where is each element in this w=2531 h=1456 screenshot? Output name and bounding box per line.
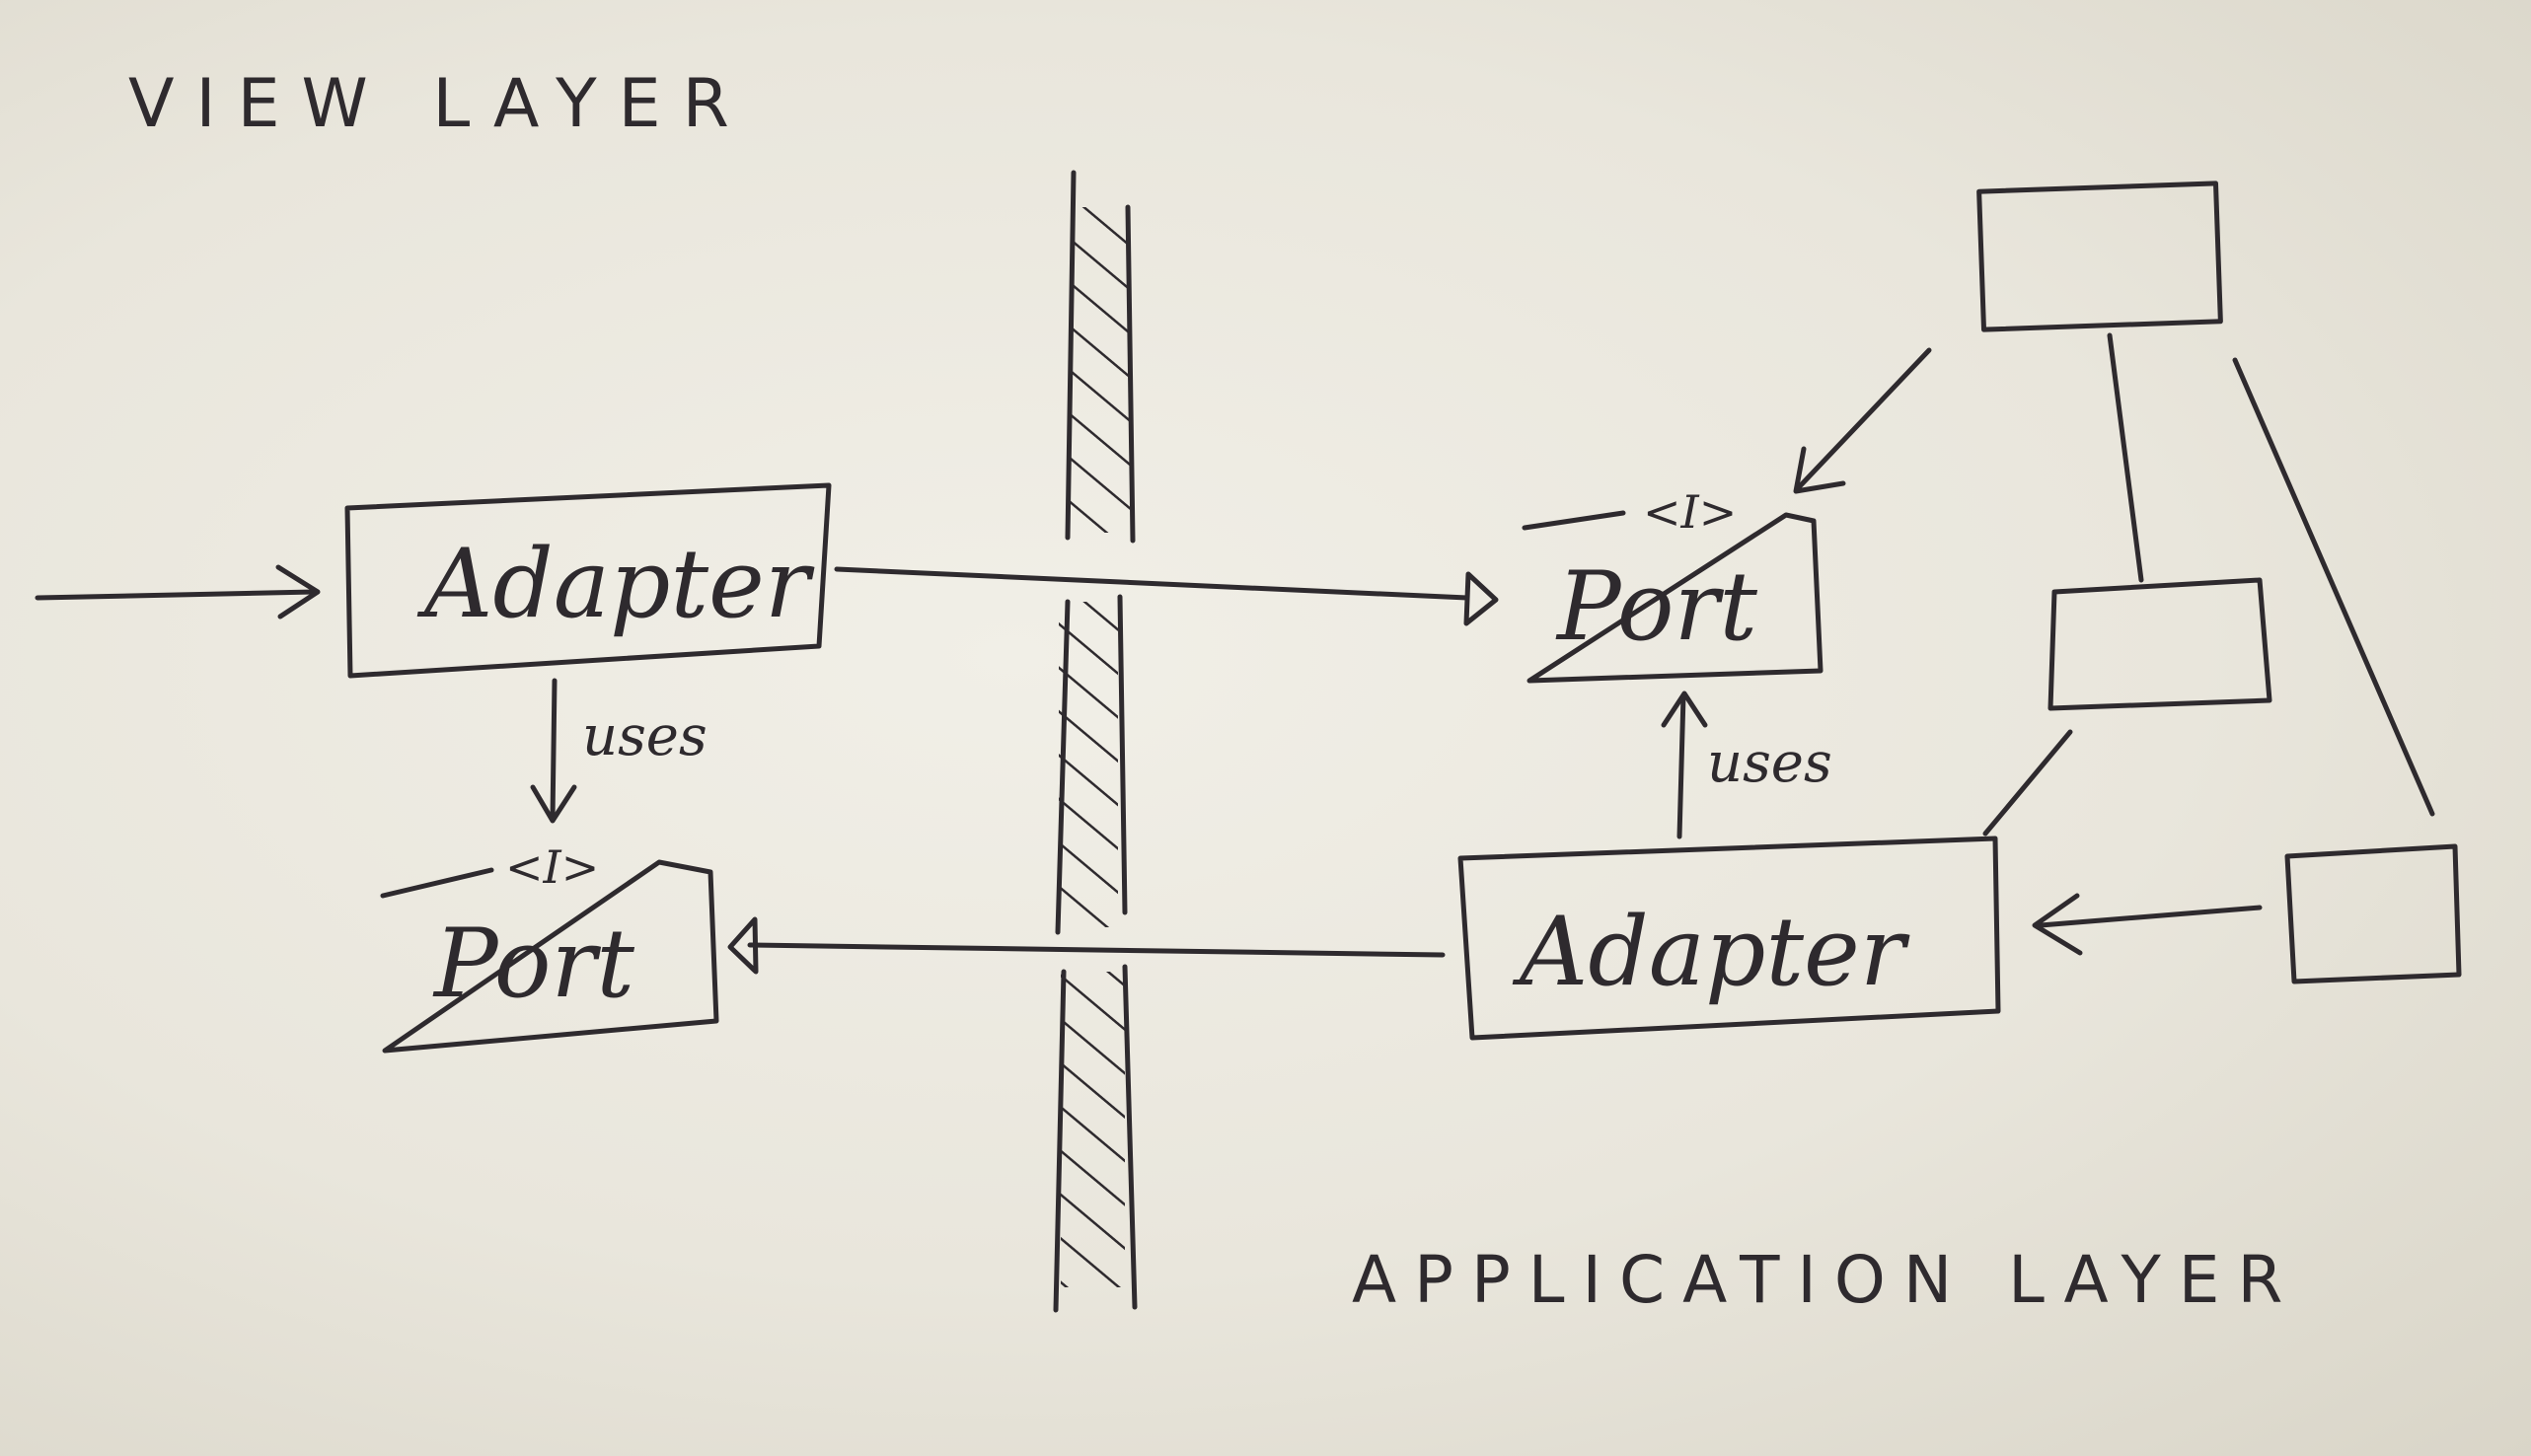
layer-boundary-wall (1053, 170, 1138, 1313)
adapter-to-left-port-edge (727, 916, 1446, 975)
right-uses-label: uses (1707, 731, 1832, 795)
left-port-stereotype: <I> (505, 840, 599, 894)
application-layer-title: APPLICATION LAYER (1352, 1242, 2300, 1318)
right-adapter-label: Adapter (1512, 897, 1910, 1007)
domain-box-top (1976, 181, 2223, 332)
left-uses-edge: uses (530, 678, 707, 824)
domain-to-port-arrow (1793, 347, 1932, 494)
incoming-arrow (35, 564, 321, 619)
right-port-node: <I> Port (1522, 485, 1824, 684)
right-uses-edge: uses (1661, 691, 1832, 839)
domain-box-bottom (2284, 843, 2462, 984)
right-port-stereotype: <I> (1643, 485, 1737, 539)
right-port-label: Port (1555, 551, 1757, 662)
right-adapter-node: Adapter (1457, 836, 2001, 1041)
left-adapter-node: Adapter (344, 482, 832, 679)
adapter-to-port-edge (834, 566, 1499, 626)
view-layer-title: VIEW LAYER (128, 65, 751, 143)
domain-box-middle (2047, 577, 2272, 711)
left-port-label: Port (432, 909, 634, 1019)
domain-to-adapter-arrow (2032, 893, 2263, 956)
left-port-node: <I> Port (380, 840, 719, 1054)
domain-connections (1982, 332, 2435, 837)
left-adapter-label: Adapter (416, 529, 815, 639)
left-uses-label: uses (582, 704, 707, 768)
